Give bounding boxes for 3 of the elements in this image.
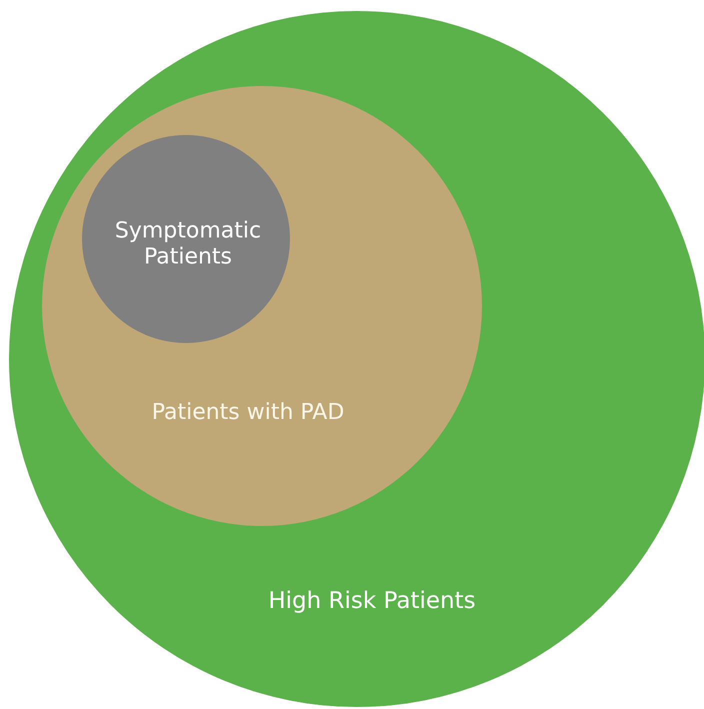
region-label: Patients with PAD: [150, 400, 346, 426]
region-label: High Risk Patients: [267, 588, 477, 616]
region-label: Symptomatic Patients: [114, 218, 262, 272]
